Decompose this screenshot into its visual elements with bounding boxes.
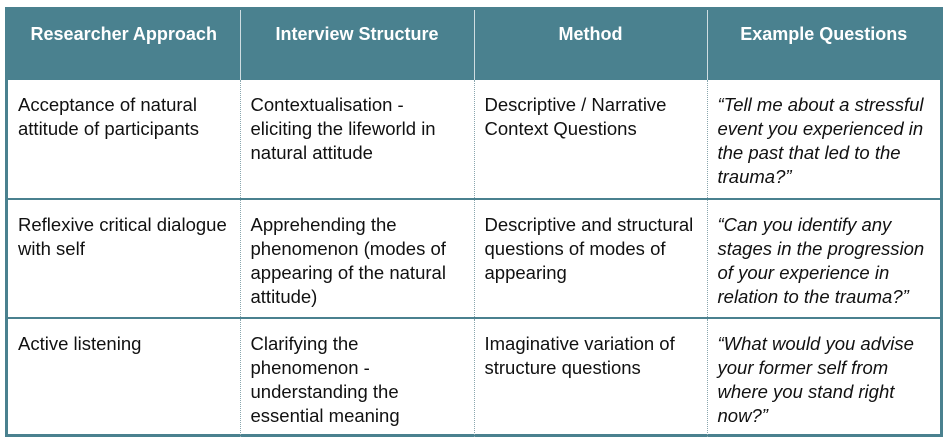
header-row: Researcher Approach Interview Structure … (8, 10, 940, 80)
example-question-cell: “What would you advise your former self … (717, 333, 914, 426)
researcher-approach-cell: Acceptance of natural attitude of partic… (8, 80, 241, 200)
example-question-cell: “Tell me about a stressful event you exp… (707, 80, 940, 200)
method-cell: Descriptive / Narrative Context Question… (474, 80, 708, 200)
table-row: Acceptance of natural attitude of partic… (8, 80, 940, 200)
table-header: Researcher Approach Interview Structure … (8, 10, 940, 80)
interview-structure-cell: Apprehending the phenomenon (modes of ap… (240, 199, 475, 319)
interview-structure-cell: Contextualisation -eliciting the lifewor… (240, 80, 475, 200)
column-header-researcher-approach: Researcher Approach (8, 10, 241, 80)
table-body: Acceptance of natural attitude of partic… (8, 80, 940, 437)
interview-structure-cell: Clarifying the phenomenon - understandin… (240, 318, 475, 437)
table-row: Reflexive critical dialogue with self Ap… (8, 199, 940, 319)
column-header-interview-structure: Interview Structure (240, 10, 475, 80)
interview-structure-table: Researcher Approach Interview Structure … (8, 10, 940, 437)
example-question-cell: “Can you identify any stages in the prog… (707, 199, 940, 319)
method-cell: Descriptive and structural questions of … (474, 199, 708, 319)
researcher-approach-cell: Reflexive critical dialogue with self (8, 199, 241, 319)
method-cell: Imaginative variation of structure quest… (474, 318, 708, 437)
interview-structure-table-container: Researcher Approach Interview Structure … (5, 7, 943, 437)
column-header-method: Method (474, 10, 708, 80)
researcher-approach-cell: Active listening (8, 318, 241, 437)
column-header-example-questions: Example Questions (707, 10, 940, 80)
table-row: Active listening Clarifying the phenomen… (8, 318, 940, 437)
